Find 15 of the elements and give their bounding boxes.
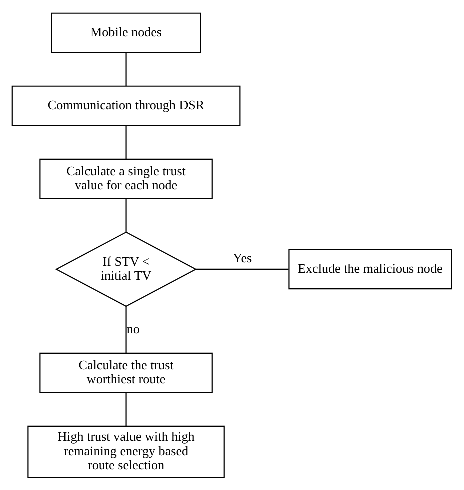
node-box: Calculate a single trust value for each node (40, 158, 213, 199)
node-box: Exclude the malicious node (288, 248, 452, 290)
node-box: Calculate the trust worthiest route (40, 352, 213, 393)
connector (126, 52, 127, 86)
node-box: Communication through DSR (12, 85, 241, 126)
node-diamond: If STV < initial TV (55, 231, 198, 307)
connector (126, 306, 127, 353)
edge-label: Yes (233, 250, 252, 265)
edge-label: no (126, 320, 140, 336)
connector (126, 198, 127, 232)
connector (126, 125, 127, 159)
node-box: High trust value with high remaining energy based route selection (28, 425, 225, 478)
connector (126, 392, 127, 426)
connector (196, 268, 289, 270)
node-box: Mobile nodes (51, 12, 202, 53)
